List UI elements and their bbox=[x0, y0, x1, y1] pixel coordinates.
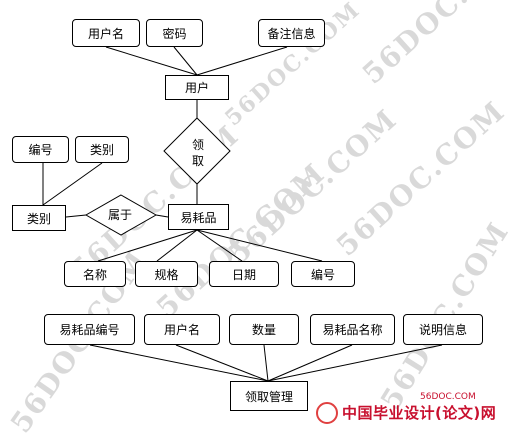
er-diagram-canvas bbox=[42, 46, 443, 382]
attribute-quantity: 数量 bbox=[229, 314, 299, 345]
attribute-category-type: 类别 bbox=[75, 136, 129, 163]
relationship-diamond-belongs bbox=[84, 194, 158, 236]
attribute-number: 编号 bbox=[291, 261, 355, 287]
connector-line bbox=[196, 229, 243, 262]
connector-line bbox=[42, 162, 103, 206]
branding-title: 中国毕业设计(论文)网 bbox=[342, 404, 497, 422]
connector-line bbox=[175, 344, 269, 382]
connector-line bbox=[156, 229, 198, 262]
attribute-name: 名称 bbox=[64, 261, 126, 287]
attribute-date: 日期 bbox=[209, 261, 279, 287]
attribute-consumable-name: 易耗品名称 bbox=[310, 314, 395, 345]
attribute-category-number: 编号 bbox=[12, 136, 69, 163]
attribute-password: 密码 bbox=[146, 19, 203, 47]
attribute-description: 说明信息 bbox=[403, 314, 483, 345]
entity-category: 类别 bbox=[12, 205, 66, 231]
connector-line bbox=[267, 344, 353, 382]
connector-line bbox=[65, 214, 87, 218]
connector-line bbox=[267, 344, 443, 382]
relationship-diamond-receive bbox=[163, 117, 231, 185]
connector-line bbox=[196, 46, 288, 76]
connector-lines bbox=[42, 46, 443, 382]
site-branding: 56DOC.COM 中国毕业设计(论文)网 bbox=[312, 392, 508, 426]
site-logo-icon bbox=[316, 402, 338, 424]
attribute-record-username: 用户名 bbox=[144, 314, 220, 345]
attribute-spec: 规格 bbox=[135, 261, 198, 287]
attribute-remarks: 备注信息 bbox=[258, 19, 325, 47]
connector-line bbox=[89, 344, 269, 382]
attribute-username: 用户名 bbox=[72, 19, 140, 47]
connector-line bbox=[173, 46, 198, 76]
connector-line bbox=[97, 229, 198, 262]
relation-label-receive: 领取 bbox=[191, 138, 204, 168]
entity-consumable: 易耗品 bbox=[168, 204, 229, 230]
connector-line bbox=[196, 229, 323, 262]
connector-line bbox=[155, 214, 169, 218]
entity-receive-management: 领取管理 bbox=[230, 381, 308, 411]
connector-line bbox=[105, 46, 198, 76]
connector-line bbox=[263, 344, 269, 382]
entity-user: 用户 bbox=[165, 75, 229, 100]
branding-url: 56DOC.COM bbox=[420, 392, 476, 402]
attribute-consumable-number: 易耗品编号 bbox=[44, 314, 135, 345]
relation-label-belongs: 属于 bbox=[107, 208, 132, 222]
